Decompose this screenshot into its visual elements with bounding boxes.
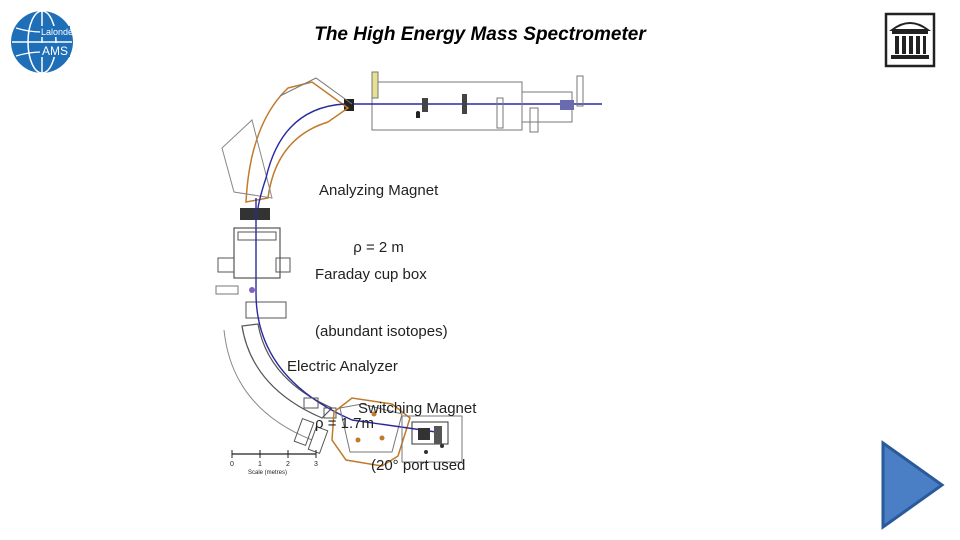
electric-analyzer [223, 292, 353, 454]
university-building-icon [884, 12, 936, 68]
faraday-cup-label: Faraday cup box (abundant isotopes) [315, 227, 448, 360]
switching-magnet-label-line2: (20° port used [371, 457, 466, 474]
scale-bar: 0 1 2 3 Scale (metres) [230, 450, 318, 476]
analyzing-magnet-label: Analyzing Magnet ρ = 2 m [319, 143, 438, 276]
scale-caption: Scale (metres) [248, 470, 287, 476]
next-slide-button[interactable] [880, 440, 946, 530]
switching-magnet-label-line1: Switching Magnet [358, 400, 477, 417]
spectrometer-diagram: 0 1 2 3 Scale (metres) [212, 68, 612, 478]
faraday-cup-label-line1: Faraday cup box [315, 266, 427, 283]
faraday-cup-box [215, 198, 291, 319]
scale-tick: 0 [230, 461, 234, 468]
play-next-icon [881, 440, 945, 530]
scale-tick: 2 [286, 461, 290, 468]
switching-magnet [331, 397, 463, 467]
lalonde-ams-logo: Lalonde AMS [10, 10, 74, 74]
electric-analyzer-label: Electric Analyzer ρ = 1.7m [287, 319, 398, 452]
switching-magnet-label: Switching Magnet (20° port used [358, 361, 476, 494]
analyzing-magnet-label-line1: Analyzing Magnet [319, 182, 439, 199]
analyzing-magnet [221, 77, 353, 209]
electric-analyzer-label-line2: ρ = 1.7m [315, 415, 374, 432]
electric-analyzer-label-line1: Electric Analyzer [287, 358, 398, 375]
logo-line1: Lalonde [41, 27, 73, 37]
faraday-cup-label-line2: (abundant isotopes) [315, 323, 448, 340]
slide-title: The High Energy Mass Spectrometer [314, 24, 646, 45]
analyzing-magnet-label-line2: ρ = 2 m [353, 239, 404, 256]
scale-tick: 1 [258, 461, 262, 468]
logo-line2: AMS [42, 44, 68, 58]
top-beamline [344, 71, 602, 133]
scale-tick: 3 [314, 461, 318, 468]
